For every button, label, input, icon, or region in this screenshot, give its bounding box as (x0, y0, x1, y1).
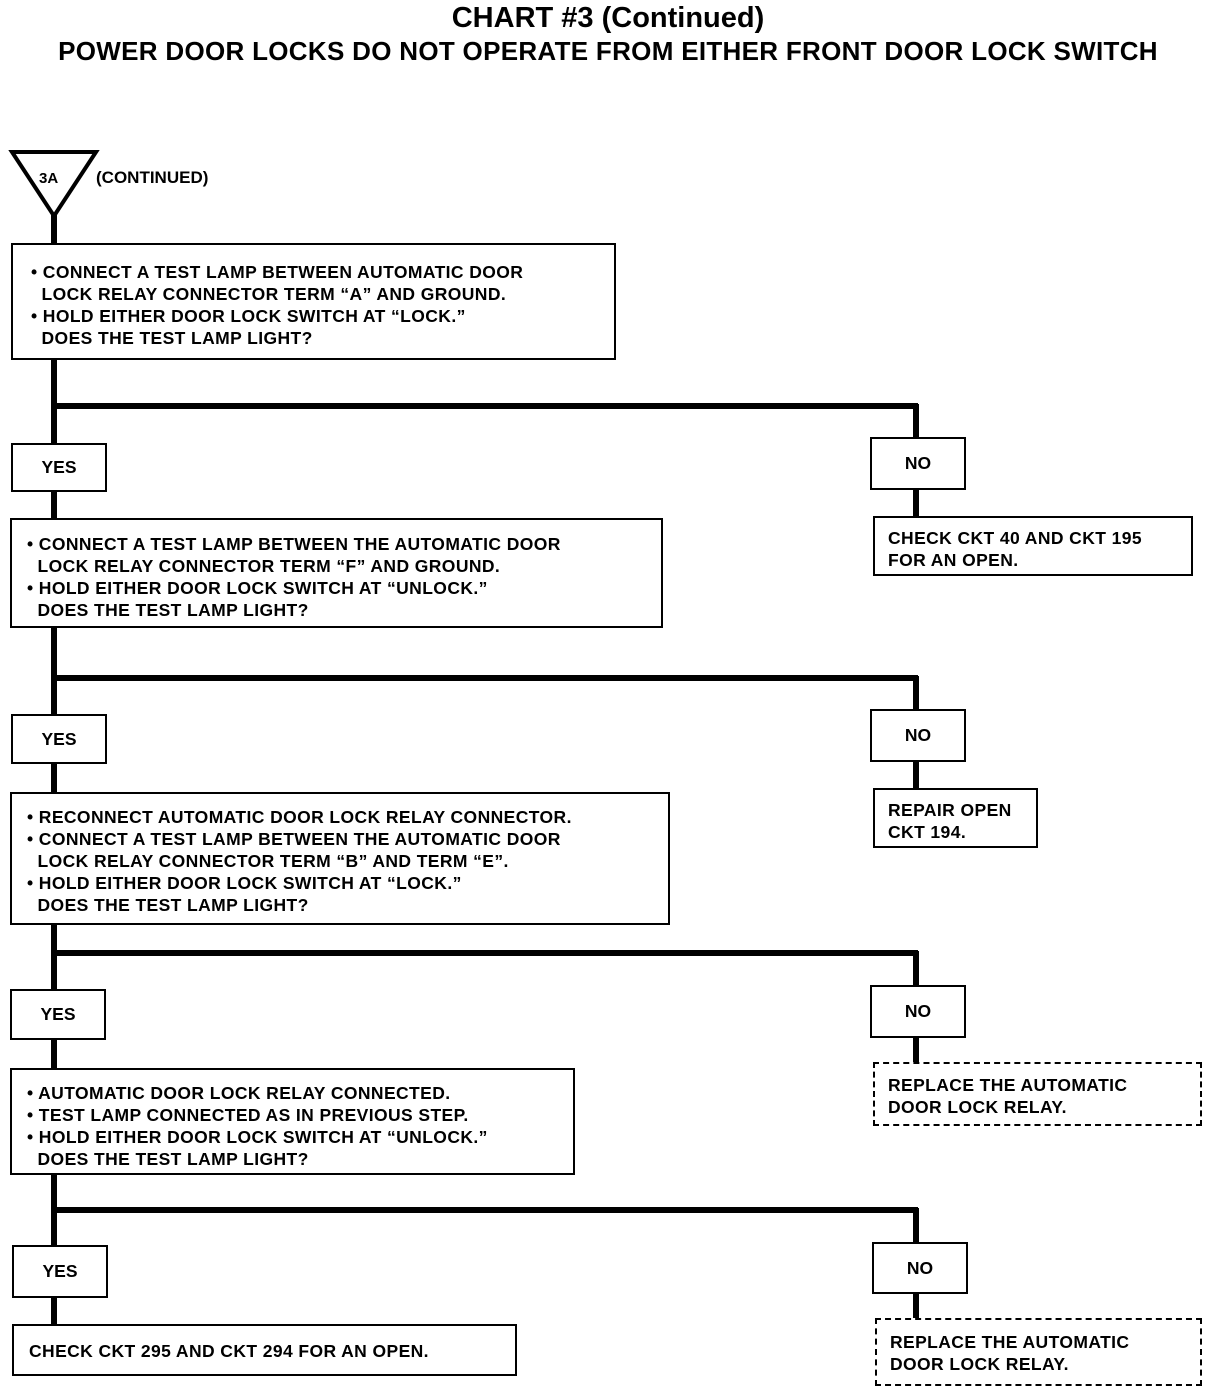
step-text: DOES THE TEST LAMP LIGHT? (31, 328, 313, 348)
step-text: DOES THE TEST LAMP LIGHT? (27, 600, 309, 620)
step-text: DOES THE TEST LAMP LIGHT? (27, 895, 309, 915)
result-box-4: REPLACE THE AUTOMATIC DOOR LOCK RELAY. (875, 1318, 1202, 1386)
chart-title: CHART #3 (Continued) (451, 2, 765, 34)
step-box-4: • AUTOMATIC DOOR LOCK RELAY CONNECTED. •… (10, 1068, 575, 1175)
result-box-1: CHECK CKT 40 AND CKT 195 FOR AN OPEN. (873, 516, 1193, 576)
yes-box: YES (11, 714, 107, 764)
result-text: REPAIR OPEN (888, 800, 1012, 820)
step-text: • RECONNECT AUTOMATIC DOOR LOCK RELAY CO… (27, 807, 572, 827)
start-triangle (8, 150, 100, 220)
chart-subtitle: POWER DOOR LOCKS DO NOT OPERATE FROM EIT… (58, 36, 1158, 66)
no-box: NO (872, 1242, 968, 1294)
result-text: CHECK CKT 295 AND CKT 294 FOR AN OPEN. (29, 1341, 429, 1361)
no-box: NO (870, 709, 966, 762)
step-box-2: • CONNECT A TEST LAMP BETWEEN THE AUTOMA… (10, 518, 663, 628)
step-text: • CONNECT A TEST LAMP BETWEEN AUTOMATIC … (31, 262, 524, 282)
yes-box: YES (10, 989, 106, 1040)
result-text: CHECK CKT 40 AND CKT 195 (888, 528, 1142, 548)
final-yes-result-box: CHECK CKT 295 AND CKT 294 FOR AN OPEN. (12, 1324, 517, 1376)
step-text: LOCK RELAY CONNECTOR TERM “F” AND GROUND… (27, 556, 501, 576)
result-text: FOR AN OPEN. (888, 550, 1019, 570)
step-text: DOES THE TEST LAMP LIGHT? (27, 1149, 309, 1169)
step-text: • HOLD EITHER DOOR LOCK SWITCH AT “LOCK.… (31, 306, 466, 326)
result-text: REPLACE THE AUTOMATIC (890, 1332, 1130, 1352)
step-box-1: • CONNECT A TEST LAMP BETWEEN AUTOMATIC … (11, 243, 616, 360)
start-label: 3A (39, 170, 59, 187)
result-box-2: REPAIR OPEN CKT 194. (873, 788, 1038, 848)
step-text: • TEST LAMP CONNECTED AS IN PREVIOUS STE… (27, 1105, 469, 1125)
step-text: • CONNECT A TEST LAMP BETWEEN THE AUTOMA… (27, 829, 561, 849)
step-text: • HOLD EITHER DOOR LOCK SWITCH AT “UNLOC… (27, 1127, 488, 1147)
yes-box: YES (12, 1245, 108, 1298)
result-text: DOOR LOCK RELAY. (888, 1097, 1067, 1117)
no-box: NO (870, 985, 966, 1038)
step-text: • HOLD EITHER DOOR LOCK SWITCH AT “LOCK.… (27, 873, 462, 893)
result-text: DOOR LOCK RELAY. (890, 1354, 1069, 1374)
step-text: • CONNECT A TEST LAMP BETWEEN THE AUTOMA… (27, 534, 561, 554)
result-text: REPLACE THE AUTOMATIC (888, 1075, 1128, 1095)
step-text: • HOLD EITHER DOOR LOCK SWITCH AT “UNLOC… (27, 578, 488, 598)
start-note: (CONTINUED) (96, 168, 209, 187)
step-text: LOCK RELAY CONNECTOR TERM “A” AND GROUND… (31, 284, 507, 304)
step-text: • AUTOMATIC DOOR LOCK RELAY CONNECTED. (27, 1083, 451, 1103)
no-box: NO (870, 437, 966, 490)
yes-box: YES (11, 443, 107, 492)
result-box-3: REPLACE THE AUTOMATIC DOOR LOCK RELAY. (873, 1062, 1202, 1126)
result-text: CKT 194. (888, 822, 967, 842)
step-box-3: • RECONNECT AUTOMATIC DOOR LOCK RELAY CO… (10, 792, 670, 925)
step-text: LOCK RELAY CONNECTOR TERM “B” AND TERM “… (27, 851, 509, 871)
